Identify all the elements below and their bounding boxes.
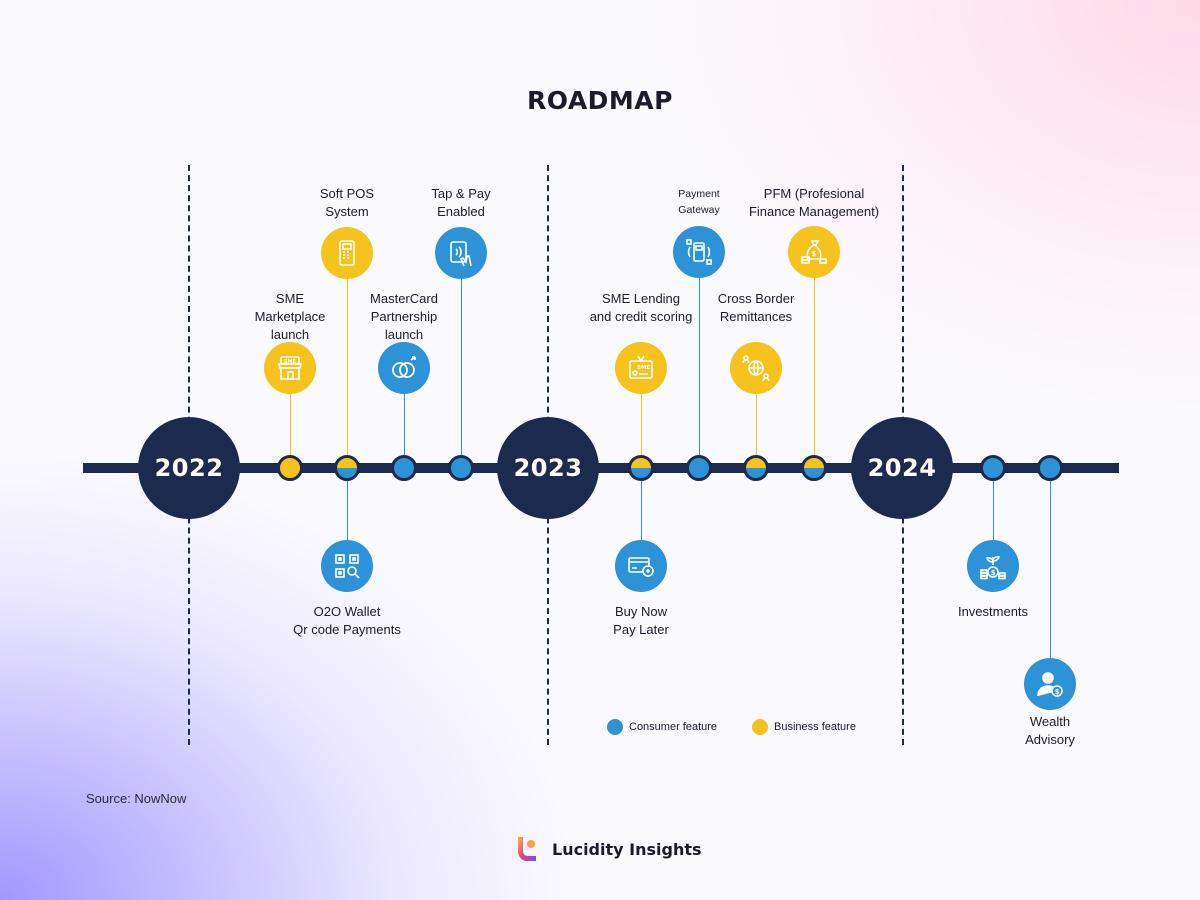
timeline-dot-mixed	[628, 455, 654, 481]
sme-id-card-icon: SME	[615, 342, 667, 394]
label-sme-lending: SME Lending and credit scoring	[589, 291, 693, 324]
stem-cross-border	[756, 392, 757, 458]
brand-name: Lucidity Insights	[552, 839, 702, 859]
label-sme-marketplace: SME Marketplace launch	[254, 291, 326, 342]
svg-text:$: $	[991, 569, 996, 577]
timeline-dot-consumer	[391, 455, 417, 481]
timeline-dot-consumer	[1037, 455, 1063, 481]
contactless-card-icon	[435, 227, 487, 279]
stem-wealth-advisory	[1050, 480, 1051, 660]
plant-coins-icon: $	[967, 540, 1019, 592]
stem-pfm	[814, 277, 815, 458]
stem-soft-pos	[347, 278, 348, 458]
stem-sme-lending	[641, 392, 642, 458]
timeline-dot-business	[277, 455, 303, 481]
stem-bnpl	[641, 480, 642, 542]
stem-tap-pay	[461, 278, 462, 458]
linked-rings-icon	[378, 342, 430, 394]
legend-business-label: Business feature	[774, 721, 856, 733]
advisor-icon: $	[1024, 658, 1076, 710]
legend-business: Business feature	[752, 719, 856, 735]
label-wealth-advisory: Wealth Advisory	[1025, 714, 1075, 747]
label-pfm: PFM (Profesional Finance Management)	[748, 186, 880, 219]
stem-sme-marketplace	[290, 392, 291, 458]
label-soft-pos: Soft POS System	[319, 186, 375, 219]
svg-text:$: $	[812, 250, 817, 258]
legend-consumer-label: Consumer feature	[629, 721, 718, 733]
timeline-dot-consumer	[980, 455, 1006, 481]
label-mastercard: MasterCard Partnership launch	[370, 291, 438, 342]
globe-transfer-icon	[730, 342, 782, 394]
svg-text:SME: SME	[284, 359, 297, 365]
timeline-dot-consumer	[686, 455, 712, 481]
stem-investments	[993, 480, 994, 542]
lucidity-logo-icon	[518, 837, 536, 861]
year-marker-2022: 2022	[138, 417, 240, 519]
year-marker-2024: 2024	[851, 417, 953, 519]
label-tap-pay: Tap & Pay Enabled	[431, 186, 491, 219]
timeline-dot-mixed	[801, 455, 827, 481]
label-payment-gateway: Payment Gateway	[678, 188, 720, 216]
svg-text:SME: SME	[637, 365, 650, 371]
stem-payment-gateway	[699, 277, 700, 458]
label-cross-border: Cross Border Remittances	[717, 291, 795, 324]
label-o2o-wallet: O2O Wallet Qr code Payments	[293, 604, 401, 637]
stem-o2o-wallet	[347, 480, 348, 542]
page-title: ROADMAP	[527, 86, 673, 115]
year-marker-2023: 2023	[497, 417, 599, 519]
source-note: Source: NowNow	[86, 791, 187, 806]
business-swatch	[752, 719, 768, 735]
stem-mastercard	[404, 392, 405, 458]
money-bag-icon: $	[788, 226, 840, 278]
qr-code-icon	[321, 540, 373, 592]
timeline-dot-mixed	[743, 455, 769, 481]
consumer-swatch	[607, 719, 623, 735]
svg-text:$: $	[1055, 688, 1060, 696]
brand-footer: Lucidity Insights	[512, 834, 702, 864]
credit-card-icon	[615, 540, 667, 592]
pos-terminal-icon	[321, 227, 373, 279]
legend-consumer: Consumer feature	[607, 719, 717, 735]
label-bnpl: Buy Now Pay Later	[613, 604, 669, 637]
label-investments: Investments	[957, 604, 1029, 619]
timeline-axis	[83, 463, 1119, 473]
timeline-dot-mixed	[334, 455, 360, 481]
timeline-dot-consumer	[448, 455, 474, 481]
payment-gateway-icon	[673, 226, 725, 278]
sme-store-icon: SME	[264, 342, 316, 394]
